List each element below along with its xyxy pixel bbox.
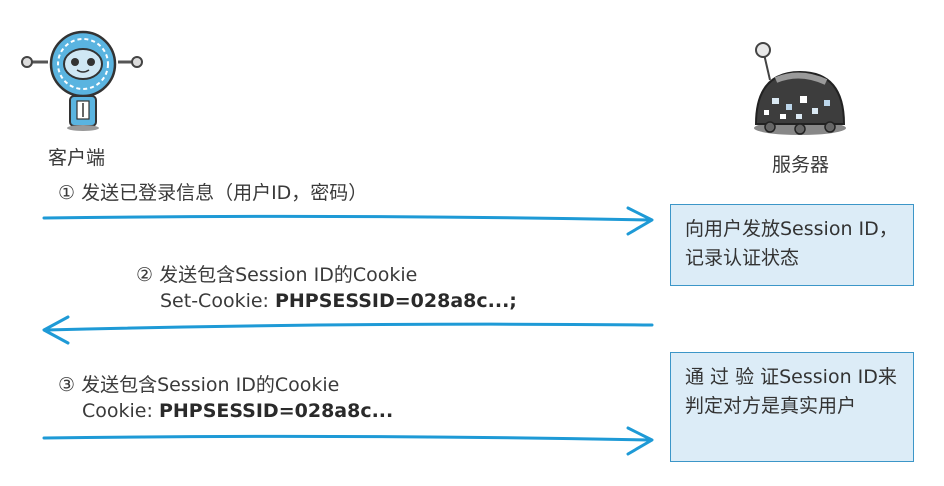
step-3-header-name: Cookie: <box>82 400 159 422</box>
arrow-step-1 <box>42 206 654 236</box>
note-issue-session: 向用户发放Session ID，记录认证状态 <box>670 204 914 286</box>
client-label: 客户端 <box>48 147 106 169</box>
server-robot-icon <box>754 42 846 135</box>
server-label: 服务器 <box>772 154 830 176</box>
step-3-line1: ③ 发送包含Session ID的Cookie <box>58 374 340 396</box>
step-2-line2: Set-Cookie: PHPSESSID=028a8c...; <box>136 288 517 314</box>
step-2-header-name: Set-Cookie: <box>160 290 275 312</box>
step-1-label: ① 发送已登录信息（用户ID，密码） <box>58 182 368 204</box>
arrow-step-3 <box>42 426 654 456</box>
step-2-line1: ② 发送包含Session ID的Cookie <box>136 264 418 286</box>
arrow-step-2 <box>42 315 654 345</box>
step-2-cookie-value: PHPSESSID=028a8c...; <box>274 290 517 312</box>
step-3-line2: Cookie: PHPSESSID=028a8c... <box>58 398 393 424</box>
step-3-cookie-value: PHPSESSID=028a8c... <box>158 400 394 422</box>
client-robot-icon <box>21 30 143 131</box>
step-2-label: ② 发送包含Session ID的Cookie Set-Cookie: PHPS… <box>136 262 517 314</box>
note-verify-session: 通 过 验 证Session ID来判定对方是真实用户 <box>670 352 914 462</box>
step-3-label: ③ 发送包含Session ID的Cookie Cookie: PHPSESSI… <box>58 372 393 424</box>
